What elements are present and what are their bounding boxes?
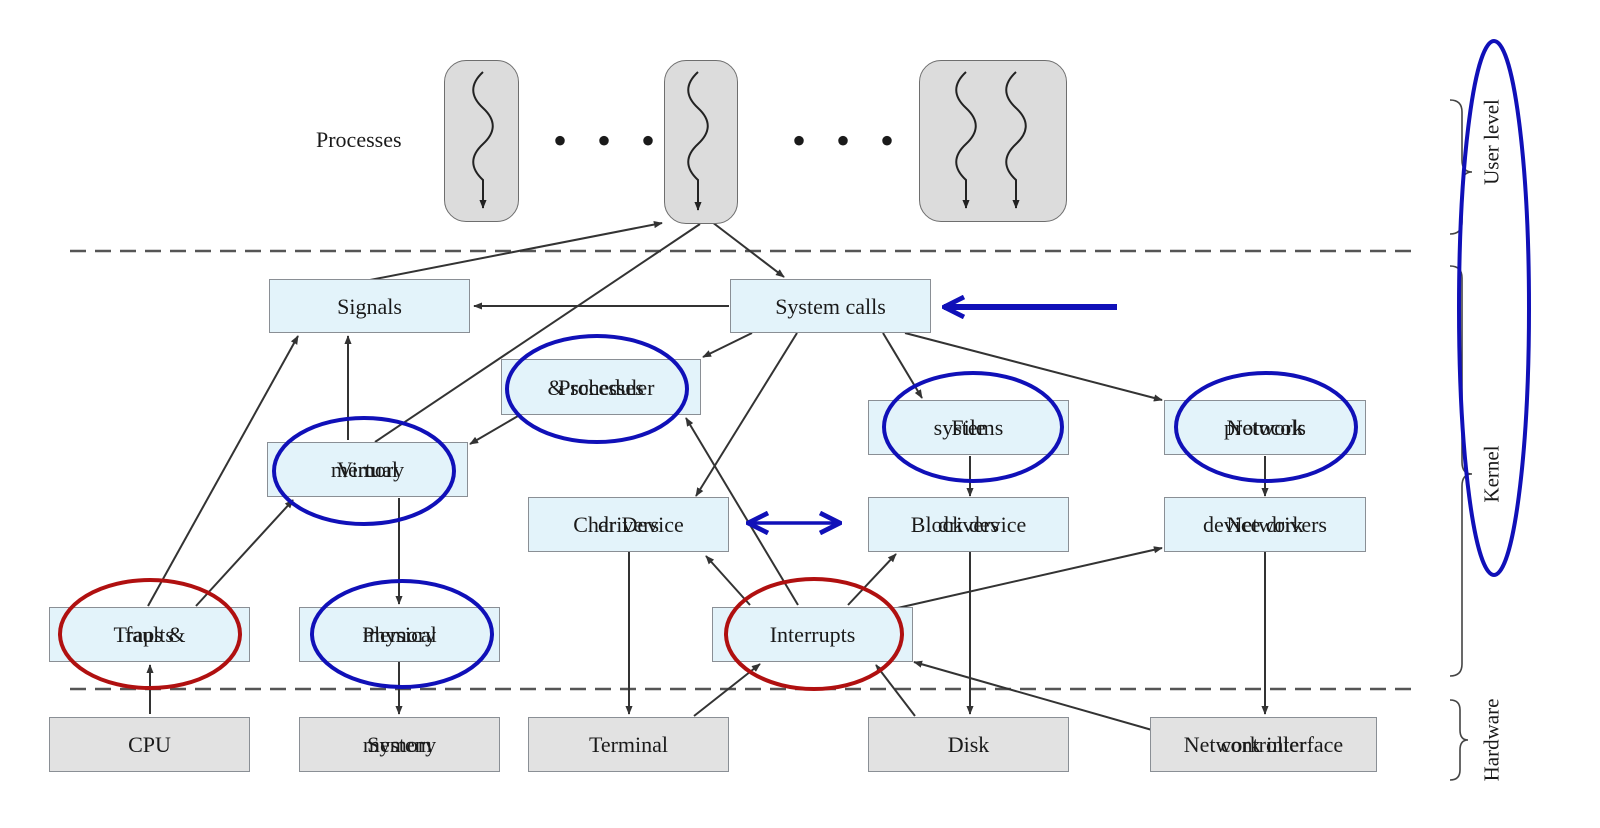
arrow-scheduler-vm — [469, 415, 519, 445]
char-device-drivers-line-2: drivers — [597, 512, 660, 537]
network-protocols-box[interactable]: Network protocols — [1164, 400, 1366, 455]
char-device-drivers-line-1: Char Device — [573, 512, 684, 537]
process-2[interactable] — [664, 60, 738, 224]
arrow-interrupts-char — [705, 555, 751, 606]
arrow-process-signals — [369, 221, 663, 281]
process-1[interactable] — [444, 60, 519, 222]
char-device-drivers-box[interactable]: Char Device drivers — [528, 497, 729, 552]
file-systems-box[interactable]: File systems — [868, 400, 1069, 455]
system-memory-line-2: memory — [362, 732, 437, 757]
virtual-memory-box[interactable]: Virtual memory — [267, 442, 468, 497]
system-calls-box[interactable]: System calls — [730, 279, 931, 333]
processes-scheduler-line-2: & scheduler — [547, 374, 655, 400]
processes-label: Processes — [316, 127, 402, 152]
user-level-brace — [1449, 99, 1473, 235]
traps-faults-line-2: faults — [125, 622, 174, 647]
block-device-drivers-line-1: Block device — [910, 512, 1027, 537]
arrow-syscalls-network — [904, 332, 1163, 402]
virtual-memory-line-2: memory — [330, 457, 405, 482]
arrow-process-virtual-memory — [374, 223, 701, 443]
hardware-label: Hardware — [1479, 698, 1504, 782]
traps-faults-box[interactable]: Traps & faults — [49, 607, 250, 662]
block-device-drivers-line-2: drivers — [937, 512, 1000, 537]
hardware-brace — [1449, 699, 1469, 781]
network-device-drivers-line-1: Network — [1226, 512, 1304, 537]
block-device-drivers-box[interactable]: Block device drivers — [868, 497, 1069, 552]
network-protocols-line-2: protocols — [1224, 415, 1306, 440]
physical-memory-line-2: memory — [362, 622, 437, 647]
network-device-drivers-box[interactable]: Network device drivers — [1164, 497, 1366, 552]
nic-box[interactable]: Network interface controller — [1150, 717, 1377, 772]
user-level-label: User level — [1479, 99, 1504, 185]
nic-line-2: controller — [1220, 732, 1307, 757]
file-systems-line-2: systems — [933, 415, 1004, 440]
disk-line-1: Disk — [947, 732, 990, 757]
cpu-box[interactable]: CPU — [49, 717, 250, 772]
interrupts-line-1: Interrupts — [769, 622, 856, 647]
process-3[interactable] — [919, 60, 1067, 222]
ellipsis-1: • • • — [553, 118, 666, 163]
signals-line-1: Signals — [337, 293, 402, 319]
arrow-process-syscalls — [711, 221, 785, 278]
terminal-box[interactable]: Terminal — [528, 717, 729, 772]
arrow-traps-vm — [195, 499, 294, 607]
arrow-interrupts-netdev — [879, 546, 1163, 613]
network-device-drivers-line-2: device drivers — [1203, 512, 1327, 537]
kernel-brace — [1449, 265, 1473, 677]
physical-memory-box[interactable]: Physical memory — [299, 607, 500, 662]
kernel-label: Kernel — [1479, 445, 1504, 503]
nic-line-1: Network interface — [1183, 732, 1344, 757]
system-memory-line-1: System — [367, 732, 432, 757]
terminal-line-1: Terminal — [588, 732, 669, 757]
processes-scheduler-box[interactable]: Processes & scheduler — [501, 359, 701, 415]
arrow-traps-signals — [147, 335, 299, 607]
arrow-syscalls-files — [882, 332, 923, 399]
arrow-syscalls-char — [695, 332, 798, 497]
signals-box[interactable]: Signals — [269, 279, 470, 333]
system-memory-box[interactable]: System memory — [299, 717, 500, 772]
arrow-interrupts-scheduler — [685, 417, 799, 606]
arrow-disk-interrupts — [875, 664, 916, 717]
ellipsis-2: • • • — [792, 118, 905, 163]
interrupts-box[interactable]: Interrupts — [712, 607, 913, 662]
arrow-syscalls-scheduler — [702, 332, 753, 358]
cpu-line-1: CPU — [128, 732, 171, 757]
disk-box[interactable]: Disk — [868, 717, 1069, 772]
arrow-interrupts-block — [847, 553, 897, 606]
system-calls-line-1: System calls — [775, 293, 886, 319]
arrow-nic-interrupts — [913, 660, 1153, 731]
